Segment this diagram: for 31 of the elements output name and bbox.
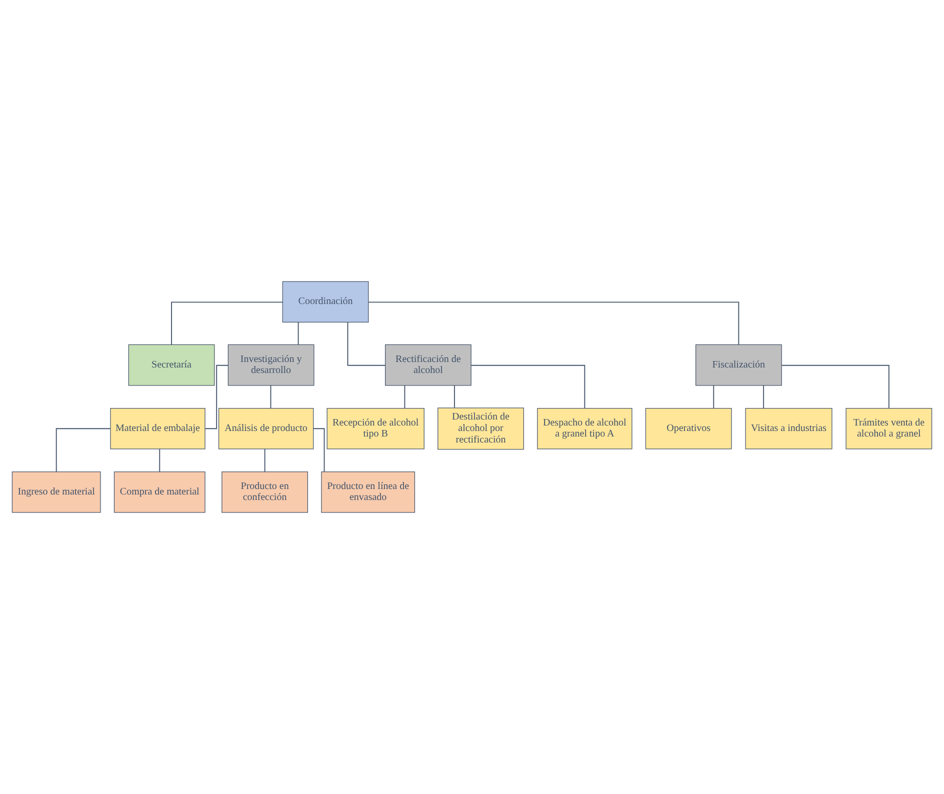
connector <box>298 322 299 346</box>
node-box: Análisis de producto <box>218 408 314 450</box>
connector <box>713 385 714 409</box>
node-box: Operativos <box>645 408 732 450</box>
connector <box>56 428 111 472</box>
node-box: Compra de material <box>114 472 206 513</box>
connector <box>454 385 455 408</box>
node-box: Trámites venta de alcohol a granel <box>846 408 932 450</box>
node-box: Producto en confección <box>222 472 308 513</box>
node-box: Destilación de alcohol por rectificación <box>438 408 524 450</box>
connector <box>171 302 284 346</box>
node-box: Ingreso de material <box>12 472 101 513</box>
node-box: Investigación y desarrollo <box>228 344 314 386</box>
node-box: Coordinación <box>282 281 369 322</box>
connector <box>347 322 386 366</box>
node-box: Secretaría <box>128 344 215 386</box>
node-box: Despacho de alcohol a granel tipo A <box>537 408 632 450</box>
node-box: Recepción de alcohol tipo B <box>326 408 424 450</box>
connector <box>159 448 160 472</box>
connector <box>270 385 272 409</box>
connector <box>781 364 890 409</box>
connector <box>763 385 764 409</box>
node-box: Producto en línea de envasado <box>321 472 416 513</box>
connector <box>264 448 266 472</box>
node-box: Fiscalización <box>695 344 782 386</box>
node-box: Visitas a industrias <box>745 408 832 450</box>
connector <box>470 364 586 409</box>
node-box: Rectificación de alcohol <box>384 344 472 386</box>
node-box: Material de embalaje <box>110 408 206 450</box>
connector <box>368 302 740 346</box>
connector <box>404 385 406 409</box>
